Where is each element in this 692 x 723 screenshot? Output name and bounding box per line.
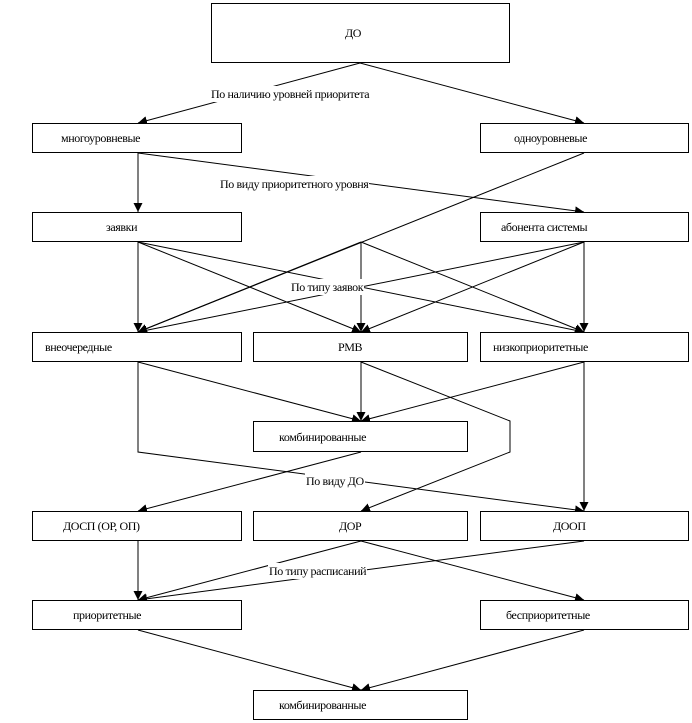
node-nonprioritized: бесприоритетные <box>480 600 689 630</box>
edge-combined1-dosp <box>137 451 362 514</box>
label-by-priority-levels: По наличию уровней приоритета <box>210 86 371 102</box>
edge-rmvroot-urgent <box>137 241 362 333</box>
label-by-request-type: По типу заявок <box>290 279 365 295</box>
edge-urgent-doop <box>137 362 585 515</box>
node-rmv: РМВ <box>253 332 468 362</box>
edge-prioritized-combined2 <box>137 629 362 693</box>
node-root-label: ДО <box>345 26 362 40</box>
node-requests: заявки <box>32 212 242 242</box>
node-prioritized: приоритетные <box>32 600 242 630</box>
node-dosp: ДОСП (ОР, ОП) <box>32 511 242 541</box>
edge-dor-nonprioritized <box>360 540 585 603</box>
node-dosp-label: ДОСП (ОР, ОП) <box>63 519 140 533</box>
node-nonprioritized-label: бесприоритетные <box>506 608 590 622</box>
node-rmv-label: РМВ <box>338 340 363 354</box>
edge-nonprioritized-combined2 <box>360 629 585 693</box>
node-urgent-label: внеочередные <box>45 340 112 354</box>
node-combined2-label: комбинированные <box>279 698 367 712</box>
node-doop-label: ДООП <box>553 519 586 533</box>
node-combined1-label: комбинированные <box>279 430 367 444</box>
edge-subscribers-rmv <box>360 241 585 333</box>
node-subscribers-label: абонента системы <box>501 220 588 234</box>
edge-root-singlelevel <box>359 62 585 126</box>
label-by-schedule-type: По типу расписаний <box>268 563 368 579</box>
node-lowprio-label: низкоприоритетные <box>493 340 588 354</box>
node-prioritized-label: приоритетные <box>73 608 142 622</box>
node-subscribers: абонента системы <box>480 212 689 242</box>
edge-dor-prioritized <box>137 540 362 603</box>
label-by-do-type: По виду ДО <box>305 473 365 489</box>
node-requests-label: заявки <box>106 220 138 234</box>
edge-rmv-dor <box>360 361 511 512</box>
node-combined2: комбинированные <box>253 690 468 720</box>
edge-lowprio-combined1 <box>360 361 585 424</box>
node-dor-label: ДОР <box>339 519 362 533</box>
node-combined1: комбинированные <box>253 421 468 452</box>
node-doop: ДООП <box>480 511 689 541</box>
node-multilevel: многоуровневые <box>32 123 242 153</box>
label-by-priority-level-type: По виду приоритетного уровня <box>219 176 370 192</box>
node-dor: ДОР <box>253 511 468 541</box>
node-singlelevel: одноуровневые <box>480 123 689 153</box>
node-root: ДО <box>211 3 510 63</box>
node-multilevel-label: многоуровневые <box>61 131 141 145</box>
node-lowprio: низкоприоритетные <box>480 332 689 362</box>
node-singlelevel-label: одноуровневые <box>514 131 587 145</box>
edge-urgent-combined1 <box>137 361 362 424</box>
node-urgent: внеочередные <box>32 332 242 362</box>
